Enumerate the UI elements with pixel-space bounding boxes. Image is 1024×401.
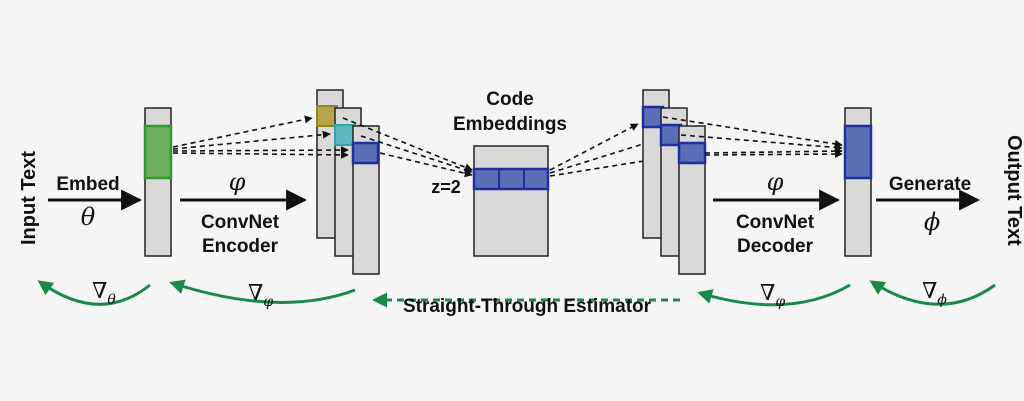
output-text-label: Output Text	[1003, 135, 1024, 246]
embedding-highlight	[143, 124, 173, 180]
convnet-encoder-label-1: ConvNet	[201, 212, 280, 233]
z-label: z=2	[431, 177, 461, 197]
decoder-cell-3	[677, 141, 707, 165]
code-embeddings-box	[473, 145, 549, 257]
encoder-varphi-label: φ	[229, 168, 246, 196]
code-to-decoder-arrows	[549, 123, 676, 177]
embed-label: Embed	[56, 174, 119, 195]
grad-phi-nabla: ∇	[922, 279, 937, 304]
encoder-cell-blue	[351, 141, 380, 165]
output-highlight	[843, 124, 873, 180]
encoder-to-code-arrows	[342, 117, 473, 178]
gradient-arrow-theta	[37, 280, 151, 306]
grad-theta-label: ∇θ	[92, 279, 116, 308]
convnet-decoder-label-2: Decoder	[737, 236, 814, 257]
embed-to-encoder-arrows	[172, 115, 349, 159]
grad-theta-sub: θ	[107, 292, 116, 308]
decoder-to-output-arrows	[662, 116, 843, 159]
code-embeddings-label-2: Embeddings	[453, 114, 567, 135]
grad-theta-nabla: ∇	[92, 279, 107, 304]
decoder-varphi-label: φ	[767, 168, 784, 196]
gradient-arrow-encoder	[169, 279, 356, 304]
gradient-arrow-phi	[869, 280, 996, 306]
grad-phi-sub: ϕ	[937, 292, 947, 308]
grad-varphi-enc-label: ∇φ	[248, 281, 273, 310]
code-embedding-selected-row	[472, 167, 550, 191]
gradient-arrow-decoder	[697, 283, 851, 307]
grad-phi-label: ∇ϕ	[922, 279, 947, 308]
phi-label: ϕ	[924, 208, 940, 236]
convnet-encoder-label-2: Encoder	[202, 236, 279, 257]
grad-varphi-dec-nabla: ∇	[760, 281, 775, 306]
grad-varphi-enc-sub: φ	[263, 294, 273, 310]
encoder-cell-yellow	[316, 105, 338, 127]
generate-label: Generate	[889, 174, 971, 195]
code-embeddings-label-1: Code	[486, 89, 534, 110]
grad-varphi-dec-label: ∇φ	[760, 281, 785, 310]
straight-through-label: Straight-Through Estimator	[403, 296, 652, 317]
grad-varphi-dec-sub: φ	[775, 294, 785, 310]
theta-label: θ	[81, 203, 96, 231]
grad-varphi-enc-nabla: ∇	[248, 281, 263, 306]
convnet-decoder-label-1: ConvNet	[736, 212, 815, 233]
input-text-label: Input Text	[18, 151, 40, 245]
